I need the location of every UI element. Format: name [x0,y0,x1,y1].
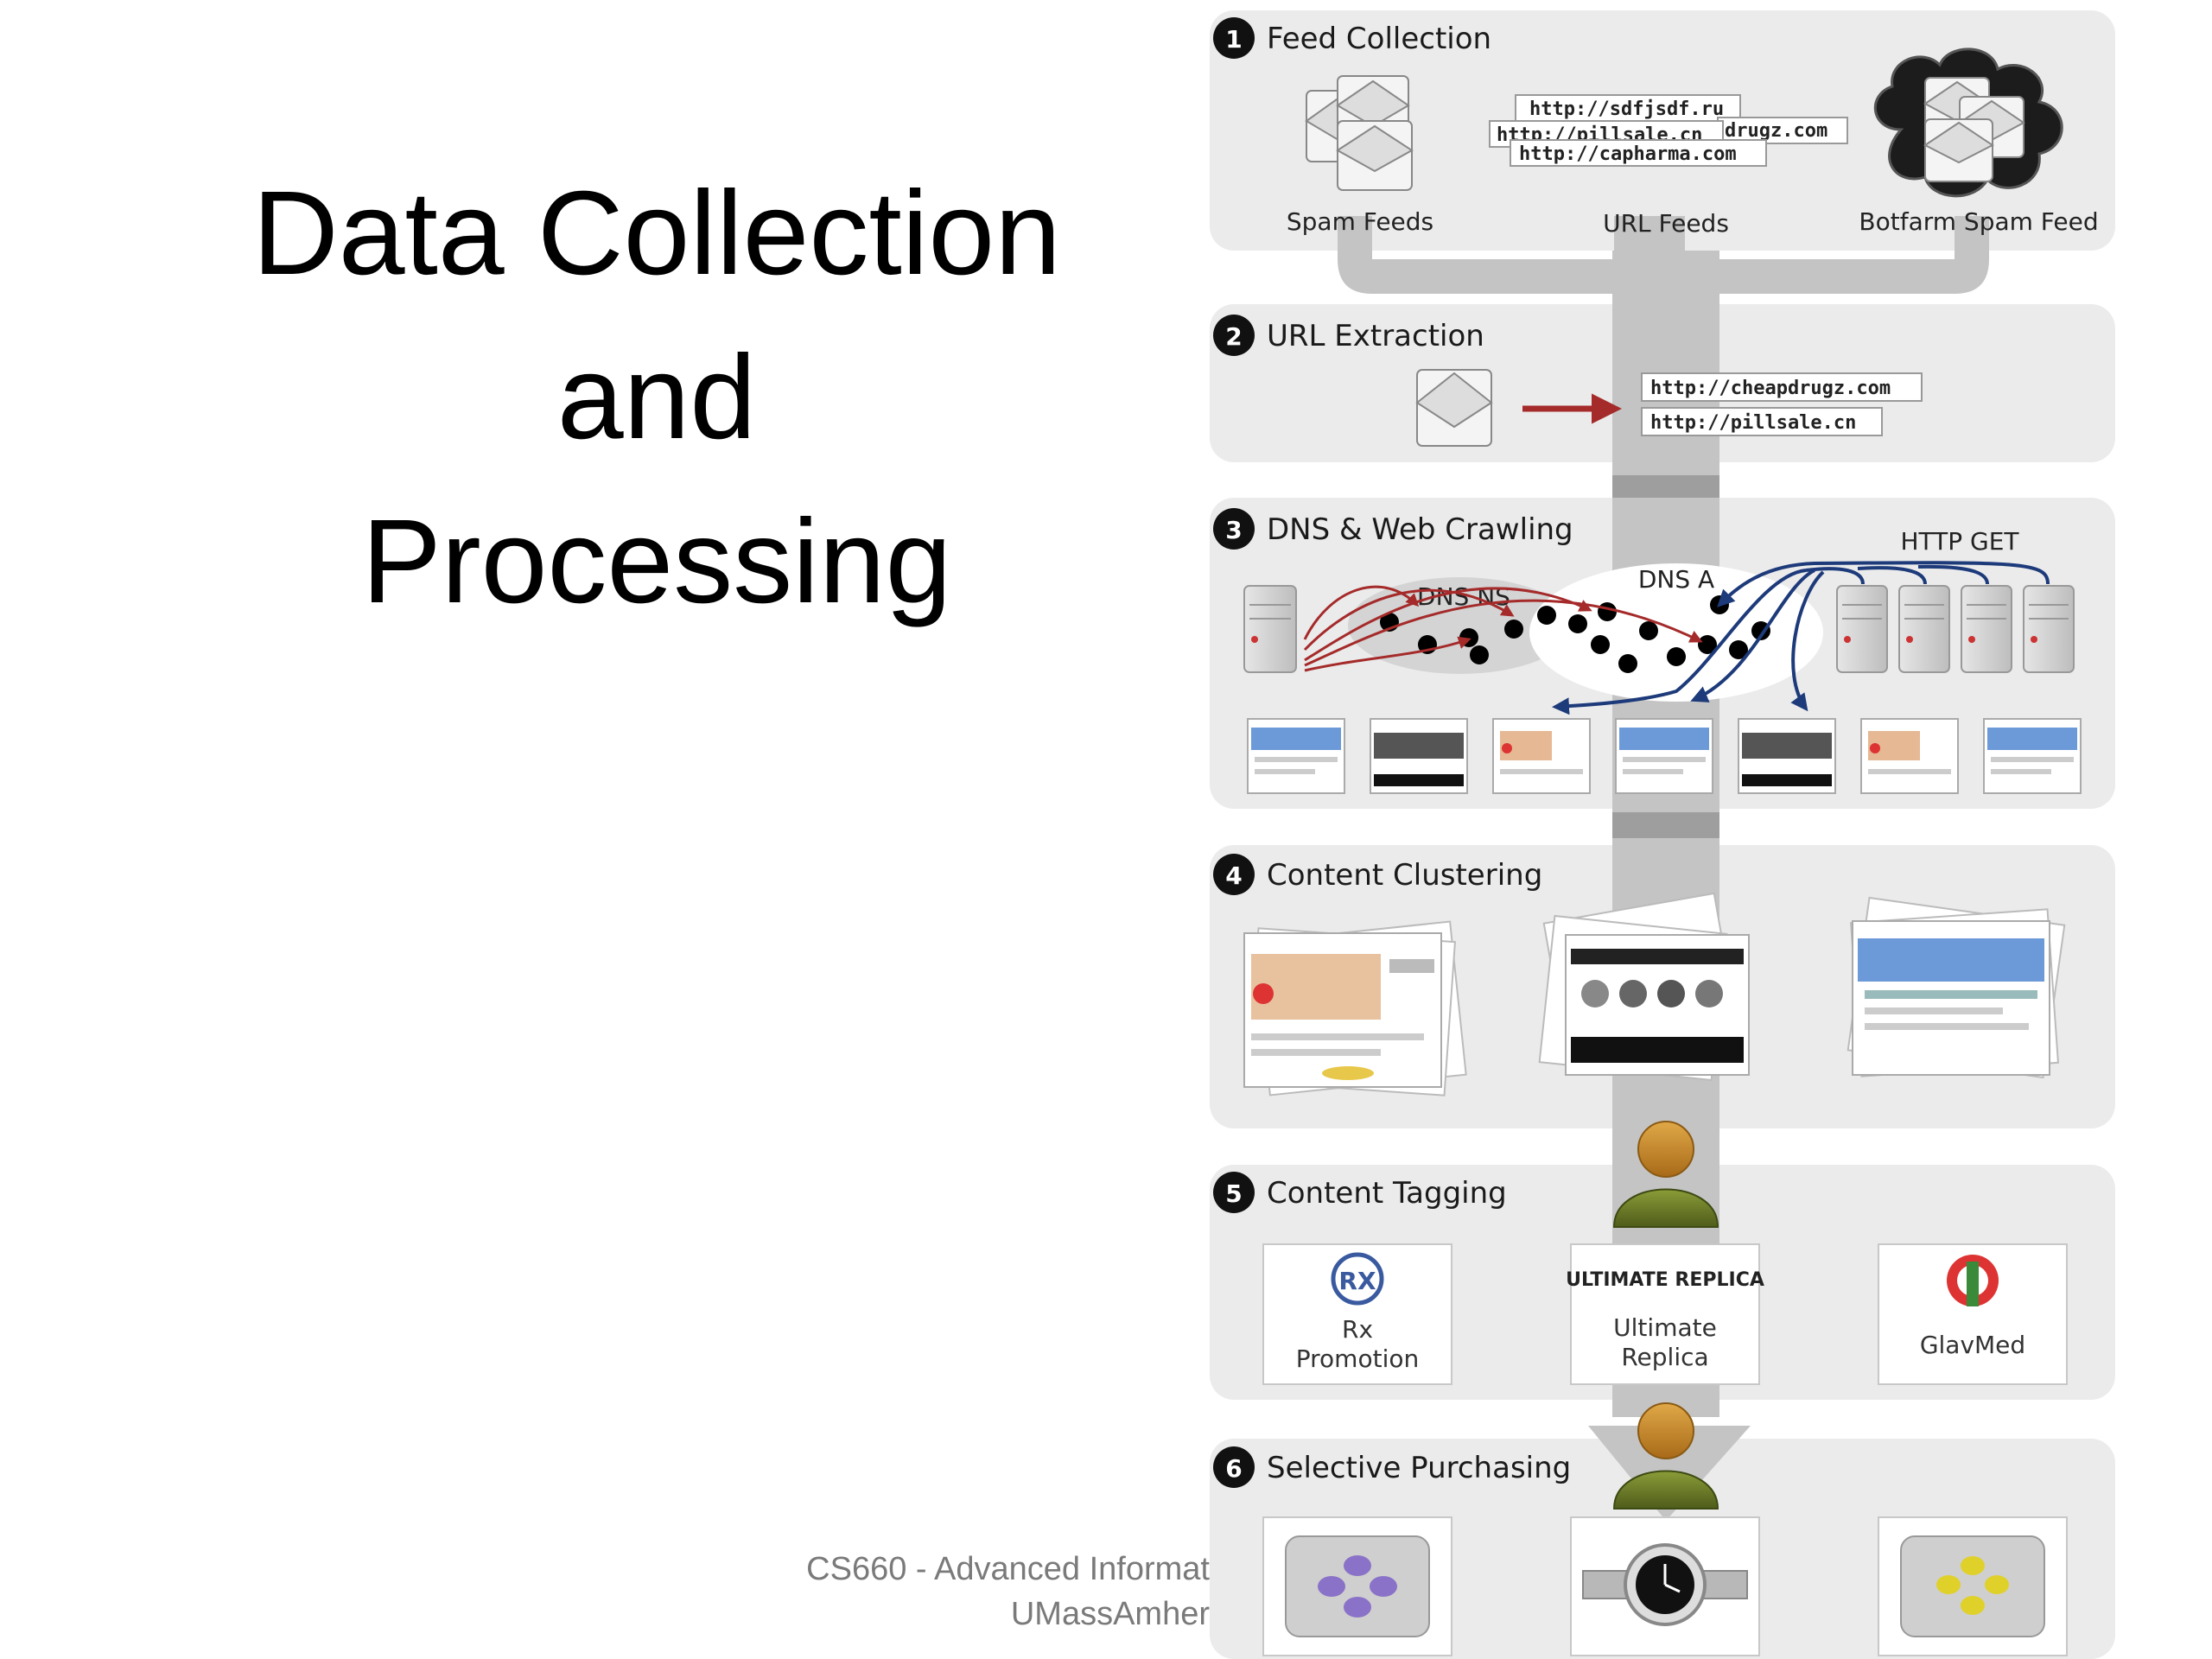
title-line-2: and [556,331,757,464]
page-cluster-replica-watches [1538,892,1750,1082]
title-line-1: Data Collection [252,167,1061,300]
footer-institution: UMassAmher [1010,1596,1210,1632]
rx-logo-icon [1331,1252,1384,1306]
tag-card-label-line1: Rx [1342,1315,1373,1344]
stage-header-4: 4 Content Clustering [1213,854,1542,895]
crawled-page-thumbnails [1247,718,2082,794]
web-page-thumbnail [1860,718,1959,794]
stage-header-5: 5 Content Tagging [1213,1172,1507,1213]
spam-feeds-label: Spam Feeds [1287,207,1433,236]
tag-card-ultimate-replica: ULTIMATE REPLICA Ultimate Replica [1566,1243,1764,1385]
page-cluster-blue-pharmacy [1847,896,2066,1079]
slide-footer: CS660 - Advanced Informat UMassAmher [786,1547,1210,1637]
botfarm-cloud-icon [1873,48,2063,198]
stage-header-6: 6 Selective Purchasing [1213,1446,1571,1488]
page-cluster-pharmacy-couple [1243,920,1467,1096]
web-page-thumbnail [1615,718,1713,794]
tag-card-glavmed: GlavMed [1878,1243,2068,1385]
envelope-stack-icon [1305,75,1414,191]
dns-nodes [1380,595,1770,673]
botfarm-label: Botfarm Spam Feed [1859,207,2098,236]
http-get-label: HTTP GET [1900,527,2019,556]
web-page-thumbnail [1738,718,1836,794]
crawler-server-icon [1243,585,1297,673]
purchaser-person-icon [1612,1402,1719,1510]
stage-number-5: 5 [1225,1179,1242,1208]
http-servers [1836,585,2075,673]
tag-card-label-line1: Ultimate [1613,1313,1717,1342]
tag-card-rx-promotion: RX Rx Promotion [1262,1243,1452,1385]
stage-title-5: Content Tagging [1267,1176,1507,1211]
tag-card-label-line2: Promotion [1296,1344,1419,1373]
extracted-url-1: http://cheapdrugz.com [1650,378,1891,399]
analyst-person-icon [1612,1121,1719,1228]
tag-card-label-line2: Replica [1621,1343,1708,1371]
pipe-joint [1612,812,1719,838]
stage-number-3: 3 [1225,516,1242,544]
web-page-thumbnail [1983,718,2082,794]
footer-course: CS660 - Advanced Informat [806,1551,1210,1587]
slide-title: Data Collection and Processing [147,151,1166,644]
feed-url-1: http://sdfjsdf.ru [1529,99,1724,120]
rx-logo-text: RX [1338,1267,1376,1295]
feed-url-4: http://capharma.com [1519,143,1737,165]
purchase-card-purple-pills [1262,1516,1452,1656]
stage-header-2: 2 URL Extraction [1213,315,1484,356]
purchase-card-yellow-pills [1878,1516,2068,1656]
stage-header-3: 3 DNS & Web Crawling [1213,508,1573,550]
dns-red-arrows [1303,585,1703,672]
pipe-joint [1612,475,1719,498]
stage-number-2: 2 [1225,322,1242,351]
envelope-icon [1415,369,1493,447]
purchase-card-watch [1570,1516,1760,1656]
http-blue-arrows [1552,561,2050,715]
url-feed-boxes: http://sdfjsdf.ru drugz.com http://pills… [1489,94,1848,167]
stage-title-3: DNS & Web Crawling [1267,512,1573,547]
feed-url-3: drugz.com [1725,120,1827,142]
tag-card-label-line1: GlavMed [1920,1331,2025,1359]
web-page-thumbnail [1492,718,1591,794]
url-feeds-label: URL Feeds [1603,209,1729,238]
stage-title-4: Content Clustering [1267,858,1542,893]
web-page-thumbnail [1247,718,1345,794]
dns-a-cloud [1529,563,1823,702]
stage-title-1: Feed Collection [1267,22,1491,56]
stage-header-1: 1 Feed Collection [1213,17,1491,59]
stage-title-2: URL Extraction [1267,319,1484,353]
stage-number-6: 6 [1225,1454,1242,1483]
title-line-3: Processing [361,495,952,628]
extracted-url-2: http://pillsale.cn [1650,412,1856,434]
stage-title-6: Selective Purchasing [1267,1451,1571,1485]
web-page-thumbnail [1370,718,1468,794]
extracted-url-boxes: http://cheapdrugz.com http://pillsale.cn [1641,372,1923,436]
stage-number-4: 4 [1225,861,1242,890]
ultimate-replica-logo: ULTIMATE REPLICA [1566,1269,1764,1291]
stage-number-1: 1 [1225,25,1242,54]
dns-a-label: DNS A [1638,565,1714,594]
